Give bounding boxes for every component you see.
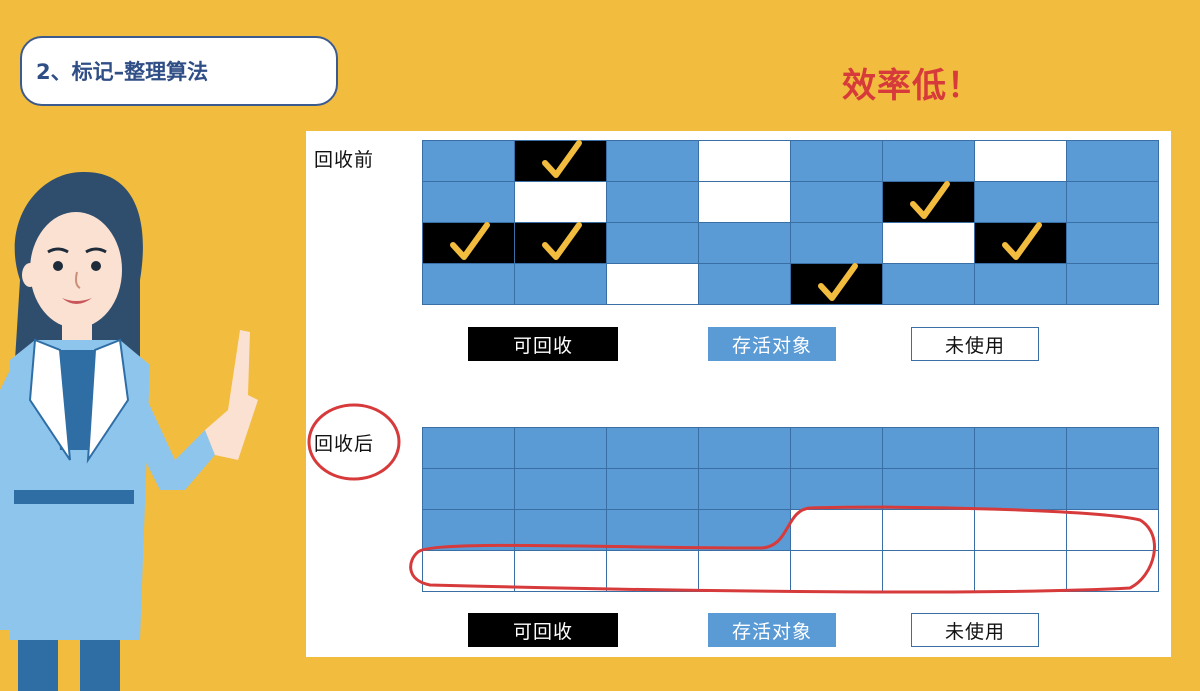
after-label: 回收后 bbox=[314, 433, 375, 455]
memory-cell-live bbox=[699, 264, 790, 304]
memory-cell-unused bbox=[699, 551, 790, 591]
memory-cell-live bbox=[975, 428, 1066, 468]
memory-cell-unused bbox=[791, 551, 882, 591]
memory-cell-live bbox=[791, 182, 882, 222]
memory-cell-live bbox=[515, 469, 606, 509]
checkmark-icon bbox=[542, 140, 582, 178]
memory-cell-live bbox=[975, 182, 1066, 222]
memory-cell-live bbox=[883, 428, 974, 468]
memory-cell-live bbox=[423, 264, 514, 304]
memory-cell-live bbox=[515, 428, 606, 468]
section-title-text: 2、标记–整理算法 bbox=[36, 60, 209, 84]
memory-cell-unused bbox=[1067, 551, 1158, 591]
section-title: 2、标记–整理算法 bbox=[20, 36, 338, 106]
memory-cell-live bbox=[607, 428, 698, 468]
memory-cell-unused bbox=[975, 551, 1066, 591]
memory-cell-live bbox=[975, 264, 1066, 304]
memory-cell-live bbox=[607, 223, 698, 263]
diagram-panel: 回收前 可回收 存活对象 未使用 回收后 可回收 存活对象 未使用 bbox=[306, 131, 1171, 657]
memory-cell-live bbox=[515, 510, 606, 550]
memory-cell-unused bbox=[1067, 510, 1158, 550]
memory-cell-live bbox=[883, 264, 974, 304]
memory-cell-live bbox=[423, 141, 514, 181]
memory-cell-live bbox=[423, 182, 514, 222]
before-memory-grid bbox=[422, 140, 1159, 305]
memory-cell-unused bbox=[975, 141, 1066, 181]
memory-cell-live bbox=[791, 223, 882, 263]
memory-cell-live bbox=[607, 182, 698, 222]
checkmark-icon bbox=[818, 263, 858, 301]
memory-cell-unused bbox=[515, 182, 606, 222]
memory-cell-live bbox=[607, 510, 698, 550]
memory-cell-reclaim bbox=[975, 222, 1066, 263]
memory-cell-reclaim bbox=[423, 222, 514, 263]
memory-cell-live bbox=[1067, 264, 1158, 304]
legend-unused-bottom: 未使用 bbox=[911, 613, 1039, 647]
memory-cell-unused bbox=[883, 510, 974, 550]
checkmark-icon bbox=[450, 222, 490, 260]
memory-cell-live bbox=[423, 510, 514, 550]
checkmark-icon bbox=[910, 181, 950, 219]
legend-live: 存活对象 bbox=[708, 327, 836, 361]
legend-unused: 未使用 bbox=[911, 327, 1039, 361]
memory-cell-live bbox=[791, 469, 882, 509]
memory-cell-unused bbox=[699, 182, 790, 222]
memory-cell-unused bbox=[791, 510, 882, 550]
memory-cell-unused bbox=[975, 510, 1066, 550]
memory-cell-unused bbox=[883, 551, 974, 591]
memory-cell-live bbox=[423, 469, 514, 509]
memory-cell-reclaim bbox=[883, 181, 974, 222]
after-memory-grid bbox=[422, 427, 1159, 592]
memory-cell-live bbox=[1067, 182, 1158, 222]
memory-cell-reclaim bbox=[515, 140, 606, 181]
before-label: 回收前 bbox=[314, 149, 375, 171]
memory-cell-unused bbox=[607, 264, 698, 304]
memory-cell-unused bbox=[883, 223, 974, 263]
memory-cell-live bbox=[883, 469, 974, 509]
memory-cell-live bbox=[699, 510, 790, 550]
memory-cell-live bbox=[607, 469, 698, 509]
memory-cell-unused bbox=[423, 551, 514, 591]
memory-cell-live bbox=[515, 264, 606, 304]
memory-cell-live bbox=[423, 428, 514, 468]
memory-cell-live bbox=[883, 141, 974, 181]
memory-cell-live bbox=[975, 469, 1066, 509]
memory-cell-unused bbox=[699, 141, 790, 181]
memory-cell-live bbox=[699, 223, 790, 263]
memory-cell-unused bbox=[607, 551, 698, 591]
memory-cell-live bbox=[1067, 469, 1158, 509]
headline-efficiency-low: 效率低！ bbox=[842, 66, 982, 106]
memory-cell-unused bbox=[515, 551, 606, 591]
legend-live-bottom: 存活对象 bbox=[708, 613, 836, 647]
checkmark-icon bbox=[542, 222, 582, 260]
memory-cell-live bbox=[607, 141, 698, 181]
memory-cell-live bbox=[699, 428, 790, 468]
memory-cell-live bbox=[1067, 428, 1158, 468]
woman-pointing-icon bbox=[0, 171, 258, 691]
checkmark-icon bbox=[1002, 222, 1042, 260]
memory-cell-live bbox=[1067, 141, 1158, 181]
memory-cell-live bbox=[791, 428, 882, 468]
memory-cell-reclaim bbox=[791, 263, 882, 304]
memory-cell-live bbox=[1067, 223, 1158, 263]
memory-cell-reclaim bbox=[515, 222, 606, 263]
legend-reclaimable: 可回收 bbox=[468, 327, 618, 361]
memory-cell-live bbox=[791, 141, 882, 181]
legend-reclaimable-bottom: 可回收 bbox=[468, 613, 618, 647]
memory-cell-live bbox=[699, 469, 790, 509]
